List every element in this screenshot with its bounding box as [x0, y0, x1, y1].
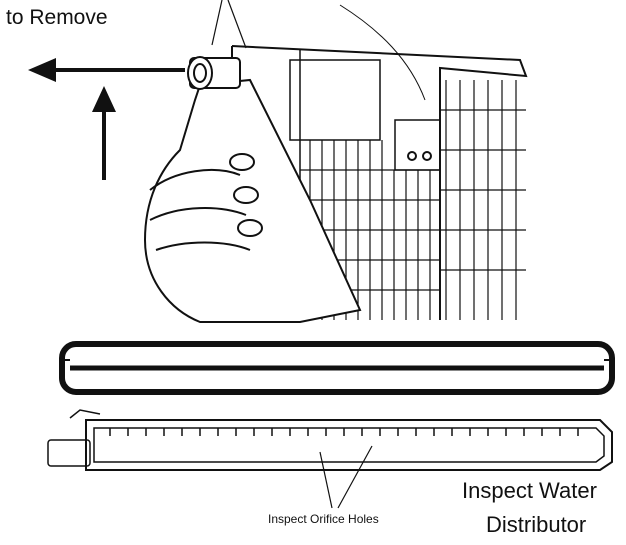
distributor-tube — [59, 341, 615, 395]
end-cap — [187, 56, 241, 90]
hand — [143, 78, 362, 323]
remove-label: to Remove — [6, 6, 108, 29]
orifice-holes — [109, 428, 579, 436]
pointer-lines — [211, 0, 247, 49]
arrow-left-icon — [28, 58, 185, 82]
orifice-label: Inspect Orifice Holes — [268, 512, 379, 526]
inspect-label-line2: Distributor — [486, 512, 587, 537]
inspect-label-line1: Inspect Water — [462, 478, 597, 503]
distributor-channel — [47, 409, 613, 471]
orifice-pointer-lines — [319, 445, 373, 509]
arrow-up-icon — [92, 86, 116, 180]
